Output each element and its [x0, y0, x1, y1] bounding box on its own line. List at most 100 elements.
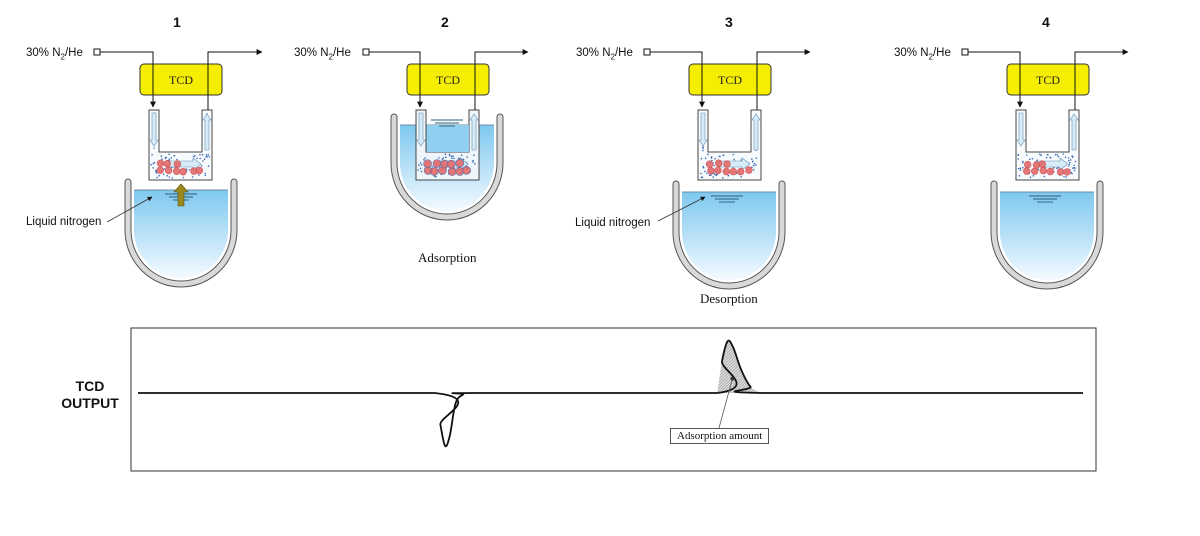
adsorbent-particle	[1056, 168, 1065, 176]
gas-molecule	[1069, 159, 1072, 161]
adsorbent-particle	[423, 159, 432, 168]
step-number: 1	[173, 14, 181, 30]
gas-label-prefix: 30% N	[576, 47, 611, 59]
dewar-wall	[673, 181, 785, 289]
gas-molecule	[206, 156, 208, 158]
gas-molecule	[704, 157, 707, 159]
adsorbent-particle	[156, 159, 165, 168]
tcd-box	[406, 63, 490, 96]
gas-molecule	[1022, 160, 1024, 163]
gas-molecule	[1067, 157, 1070, 159]
gas-molecule	[170, 157, 173, 159]
gas-molecule	[1065, 176, 1067, 178]
gas-molecule	[192, 155, 195, 158]
adsorbent-particle	[195, 166, 204, 175]
gas-molecule	[1039, 153, 1041, 155]
gas-molecule	[191, 176, 194, 178]
sample-cell	[415, 109, 480, 181]
gas-molecule	[1037, 168, 1040, 171]
tcd-detector: TCD	[139, 63, 223, 96]
gas-molecule	[419, 162, 422, 164]
gas-molecule	[151, 154, 153, 156]
gas-molecule	[710, 174, 712, 176]
flow-up-arrow	[469, 113, 479, 151]
gas-molecule	[1074, 167, 1076, 169]
adsorbent-particle	[736, 167, 745, 176]
adsorbent-particle	[705, 160, 714, 168]
dewar	[672, 180, 786, 290]
gas-label-suffix: /He	[932, 47, 951, 59]
gas-molecule	[188, 169, 190, 171]
gas-molecule	[1026, 154, 1028, 156]
gas-molecule	[435, 176, 437, 178]
gas-molecule	[714, 157, 716, 160]
adsorbent-particle	[163, 160, 172, 168]
liquid-nitrogen	[682, 192, 776, 280]
adsorbent-particle	[1046, 167, 1055, 176]
gas-molecule	[448, 155, 451, 157]
gas-molecule	[1017, 154, 1019, 156]
gas-molecule	[1019, 169, 1022, 171]
adsorbent-particle	[1063, 168, 1071, 176]
output-label-line1: TCD	[75, 378, 105, 394]
gas-inlet-port-icon	[961, 48, 969, 56]
gas-molecule	[204, 174, 207, 177]
gas-inlet-port-icon	[643, 48, 651, 56]
gas-molecule	[700, 157, 703, 160]
gas-molecule	[201, 153, 204, 156]
adsorbent-particle	[714, 159, 723, 167]
gas-molecule	[208, 156, 211, 158]
gas-molecule	[1036, 159, 1038, 161]
gas-molecule	[452, 155, 454, 157]
flow-up-arrow	[1069, 113, 1079, 151]
adsorbent-particle	[179, 168, 187, 176]
gas-label-subscript: 2	[328, 52, 333, 62]
adsorbent-particle	[173, 167, 181, 175]
gas-molecule	[168, 153, 170, 156]
gas-molecule	[718, 155, 721, 158]
gas-inlet-label: 30% N2/He	[576, 47, 633, 61]
step-1-apparatus: TCD	[93, 48, 263, 288]
gas-molecule	[160, 155, 163, 157]
gas-molecule	[722, 154, 725, 157]
raise-dewar-arrow-icon	[173, 183, 189, 207]
gas-molecule	[433, 175, 436, 177]
gas-molecule	[202, 160, 204, 162]
gas-molecule	[1050, 157, 1052, 159]
gas-molecule	[1072, 167, 1074, 169]
step-number: 3	[725, 14, 733, 30]
gas-label-subscript: 2	[60, 52, 65, 62]
output-label-line2: OUTPUT	[61, 395, 119, 411]
sample-cell	[1015, 109, 1080, 181]
step-number: 2	[441, 14, 449, 30]
gas-molecule	[205, 154, 208, 156]
gas-molecule	[171, 177, 174, 179]
gas-molecule	[423, 158, 425, 161]
gas-molecule	[474, 163, 476, 165]
adsorbent-particle	[1038, 160, 1047, 168]
gas-label-suffix: /He	[614, 47, 633, 59]
gas-molecule	[714, 173, 716, 176]
gas-molecule	[196, 157, 198, 160]
adsorbent-particle	[173, 160, 182, 168]
gas-label-suffix: /He	[64, 47, 83, 59]
gas-molecule	[702, 148, 704, 150]
gas-molecule	[700, 172, 702, 175]
gas-label-prefix: 30% N	[26, 47, 61, 59]
gas-molecule	[444, 153, 447, 155]
gas-molecule	[150, 163, 152, 166]
adsorbent-particle	[729, 167, 737, 176]
gas-molecule	[424, 157, 426, 159]
gas-molecule	[457, 157, 460, 160]
tcd-box	[688, 63, 772, 96]
gas-molecule	[448, 153, 451, 156]
gas-inlet-port-icon	[93, 48, 101, 56]
liquid-nitrogen	[1000, 192, 1094, 280]
flow-down-arrow	[149, 112, 159, 147]
adsorbent-particle	[429, 167, 439, 176]
flow-up-arrow	[202, 113, 212, 151]
adsorbent-particle	[722, 167, 731, 176]
gas-molecule	[431, 165, 434, 168]
tcd-label: TCD	[169, 73, 193, 87]
